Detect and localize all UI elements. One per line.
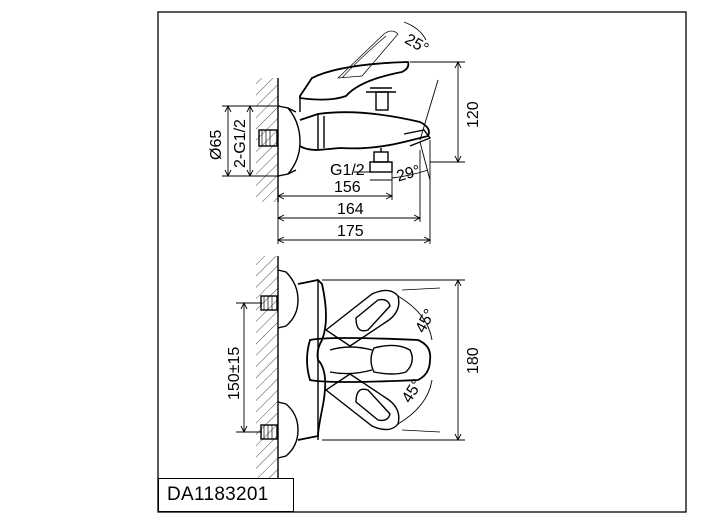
height-dim-label: 120 bbox=[465, 101, 482, 128]
width-dim-label: 180 bbox=[465, 347, 482, 374]
top-view: 45° 45° 180 150±15 bbox=[226, 256, 482, 478]
wall-hatch-top bbox=[256, 256, 278, 478]
angle-handle-label: 25° bbox=[402, 31, 431, 58]
drawing-frame bbox=[157, 11, 687, 513]
product-code-box: DA1183201 bbox=[158, 478, 294, 512]
length-164-label: 164 bbox=[337, 201, 364, 218]
side-view: 25° 120 Ø65 2-G1/2 G1/2 29° 156 164 175 bbox=[208, 21, 482, 244]
outlet-thread-label: G1/2 bbox=[330, 162, 365, 179]
angle-up-label: 45° bbox=[413, 307, 439, 336]
product-code: DA1183201 bbox=[167, 484, 269, 505]
center-distance-label: 150±15 bbox=[226, 347, 243, 400]
inlet-thread-label: 2-G1/2 bbox=[232, 119, 249, 168]
length-175-label: 175 bbox=[337, 223, 364, 240]
length-156-label: 156 bbox=[334, 179, 361, 196]
wall-hatch-side bbox=[256, 78, 278, 202]
flange-dia-label: Ø65 bbox=[208, 130, 225, 160]
angle-spout-label: 29° bbox=[395, 162, 423, 185]
